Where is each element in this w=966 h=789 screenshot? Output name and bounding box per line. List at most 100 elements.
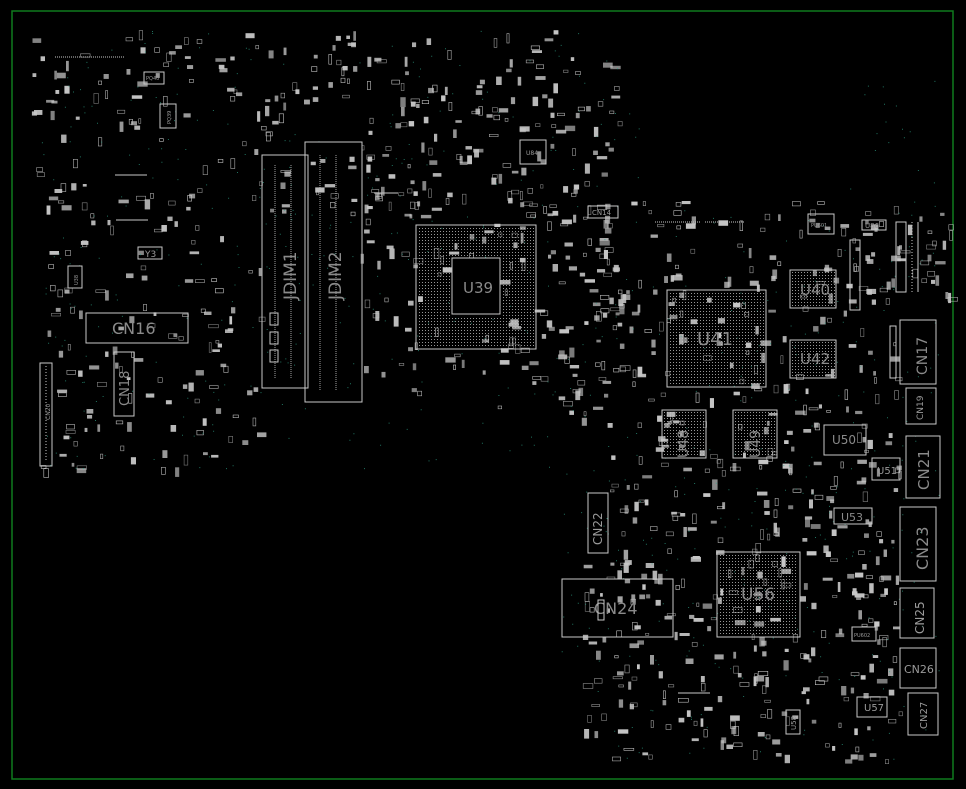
smd-part: [861, 623, 868, 627]
smd-part: [498, 232, 503, 238]
smd-part: [509, 337, 513, 347]
smd-part: [163, 62, 169, 67]
smd-part: [618, 699, 624, 708]
smd-part: [583, 216, 588, 220]
smd-part: [411, 42, 417, 48]
smd-part: [131, 121, 138, 126]
smd-part: [117, 109, 126, 114]
smd-part: [400, 107, 405, 117]
smd-part: [552, 263, 559, 272]
smd-part: [741, 303, 746, 309]
smd-part: [733, 726, 739, 737]
smd-part: [863, 533, 869, 538]
smd-part: [134, 125, 141, 130]
smd-part: [496, 76, 502, 86]
smd-part: [87, 414, 93, 419]
smd-part: [815, 222, 820, 228]
smd-part: [73, 440, 78, 447]
smd-part: [126, 69, 131, 75]
smd-part: [49, 251, 59, 255]
smd-part: [119, 366, 123, 373]
smd-part: [532, 381, 537, 385]
smd-part: [493, 38, 498, 48]
smd-part: [529, 361, 539, 366]
smd-part: [582, 683, 594, 689]
smd-part: [410, 101, 416, 107]
smd-part: [876, 468, 881, 477]
smd-part: [693, 720, 698, 726]
smd-part: [703, 493, 711, 497]
smd-part: [810, 647, 816, 657]
smd-part: [615, 312, 620, 316]
smd-part: [217, 159, 224, 163]
smd-part: [871, 252, 876, 257]
u48-label: U48: [676, 430, 692, 458]
smd-part: [897, 246, 901, 256]
smd-part: [525, 59, 534, 64]
smd-part: [828, 293, 833, 304]
smd-part: [891, 539, 895, 544]
smd-part: [773, 522, 778, 533]
smd-part: [604, 247, 614, 253]
smd-part: [745, 350, 750, 355]
smd-part: [569, 364, 580, 369]
smd-part: [84, 427, 88, 433]
smd-part: [130, 457, 136, 465]
smd-part: [272, 120, 279, 125]
smd-part: [665, 724, 672, 730]
smd-part: [661, 462, 669, 467]
smd-part: [58, 392, 67, 397]
smd-part: [120, 445, 125, 452]
smd-part: [407, 300, 414, 306]
smd-part: [65, 250, 71, 256]
smd-part: [220, 236, 224, 243]
smd-part: [295, 89, 300, 95]
smd-part: [729, 466, 741, 472]
smd-part: [432, 84, 438, 93]
smd-part: [864, 449, 869, 453]
smd-part: [935, 261, 946, 265]
smd-part: [695, 392, 700, 403]
smd-part: [50, 110, 55, 121]
smd-part: [257, 111, 261, 122]
smd-part: [860, 675, 866, 680]
dimm-slot-jdim2: JDIM2: [304, 141, 363, 403]
smd-part: [634, 483, 639, 490]
smd-part: [843, 310, 848, 317]
jdim1-label: JDIM1: [281, 251, 301, 301]
smd-part: [559, 350, 565, 356]
smd-part: [873, 371, 877, 376]
smd-part: [371, 189, 380, 193]
smd-part: [191, 240, 196, 245]
smd-part: [706, 297, 712, 303]
smd-part: [756, 491, 768, 496]
smd-part: [803, 654, 810, 660]
u40-ball-grid: [792, 272, 835, 306]
smd-part: [619, 343, 625, 349]
smd-part: [540, 184, 544, 189]
smd-part: [602, 637, 607, 643]
smd-part: [811, 489, 814, 495]
smd-part: [648, 398, 655, 402]
smd-part: [930, 279, 936, 284]
smd-part: [630, 702, 638, 708]
smd-part: [601, 360, 606, 371]
smd-part: [642, 475, 653, 479]
smd-part: [802, 687, 810, 692]
smd-part: [717, 537, 724, 544]
smd-part: [703, 355, 712, 361]
smd-part: [366, 240, 375, 244]
smd-part: [855, 410, 863, 415]
smd-part: [858, 610, 863, 620]
smd-part: [595, 310, 602, 322]
smd-part: [73, 159, 78, 169]
smd-part: [33, 110, 43, 115]
smd-part: [455, 120, 462, 123]
smd-part: [502, 163, 512, 168]
smd-part: [453, 129, 457, 138]
smd-part: [594, 315, 600, 321]
smd-part: [292, 82, 298, 91]
smd-part: [741, 566, 745, 576]
smd-part: [474, 149, 479, 158]
smd-part: [141, 275, 148, 281]
